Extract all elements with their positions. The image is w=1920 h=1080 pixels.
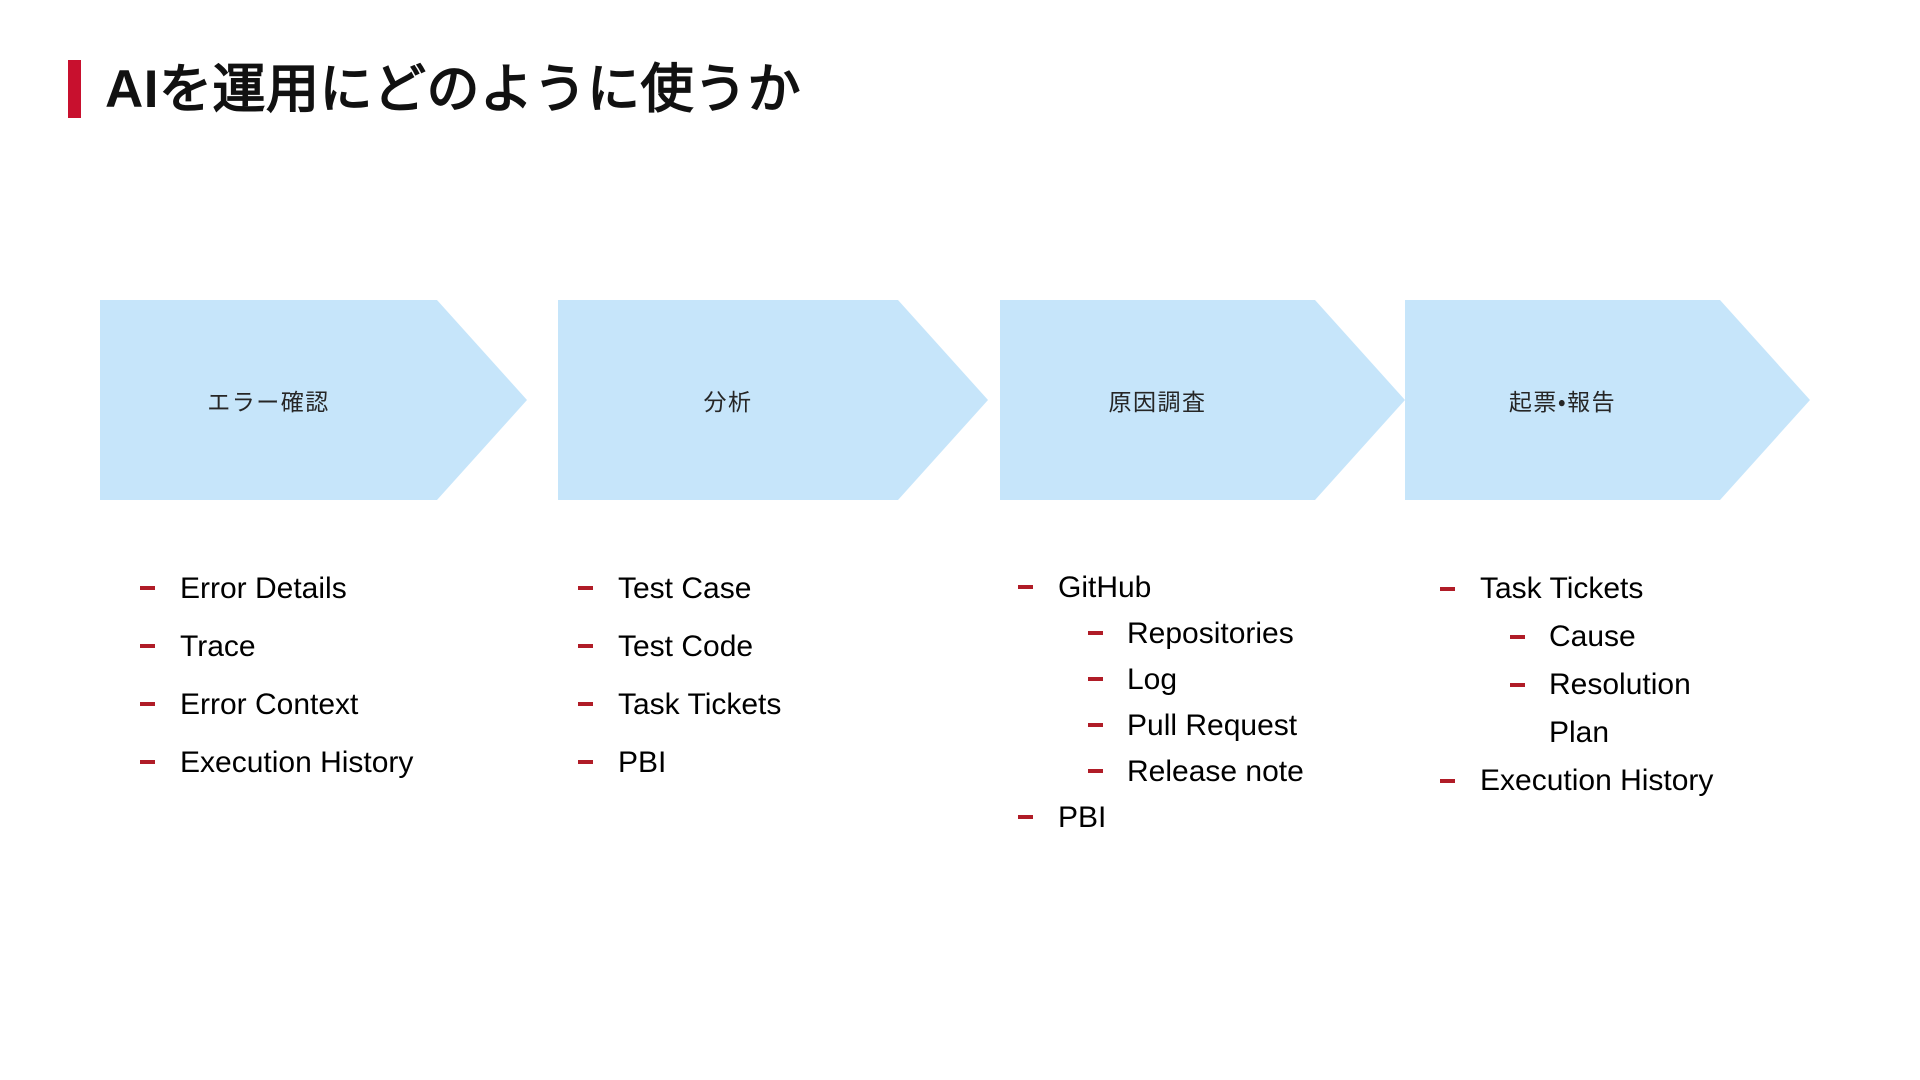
list-item: Log [1018, 657, 1418, 703]
dash-bullet-icon [1088, 723, 1103, 727]
process-step-1-label: エラー確認 [207, 388, 330, 415]
list-item-label: Task Tickets [618, 688, 782, 721]
process-step-2-label: 分析 [703, 388, 753, 415]
process-step-4-label: 起票・報告 [1508, 388, 1617, 415]
dash-bullet-icon [578, 702, 593, 706]
list-item-label: Log [1127, 663, 1178, 696]
list-item: PBI [1018, 795, 1418, 841]
list-item-label: Trace [180, 630, 256, 663]
list-item: Repositories [1018, 611, 1418, 657]
list-item-label: Resolution Plan [1549, 668, 1700, 749]
list-item-label: Test Code [618, 630, 754, 663]
process-step-1: エラー確認 [100, 300, 527, 500]
dash-bullet-icon [1088, 677, 1103, 681]
dash-bullet-icon [578, 586, 593, 590]
detail-column-3: GitHub Repositories Log Pull Request Rel… [1018, 565, 1418, 841]
process-step-3: 原因調査 [1000, 300, 1405, 500]
list-item-label: Execution History [180, 746, 414, 779]
dash-bullet-icon [1088, 631, 1103, 635]
dash-bullet-icon [578, 644, 593, 648]
list-item-label: Pull Request [1127, 709, 1298, 742]
list-item: Task Tickets [1440, 565, 1840, 613]
list-item-label: Test Case [618, 572, 752, 605]
list-item: PBI [578, 739, 958, 797]
dash-bullet-icon [1018, 815, 1033, 819]
list-item: Execution History [1440, 757, 1840, 805]
list-item-label: Error Context [180, 688, 359, 721]
process-step-4: 起票・報告 [1405, 300, 1810, 500]
dash-bullet-icon [578, 760, 593, 764]
list-item: Resolution Plan [1440, 661, 1840, 757]
list-item: Test Code [578, 623, 958, 681]
process-step-2: 分析 [558, 300, 988, 500]
list-item-label: PBI [618, 746, 667, 779]
list-item: Pull Request [1018, 703, 1418, 749]
list-item-label: Repositories [1127, 617, 1294, 650]
list-item: Error Details [140, 565, 540, 623]
dash-bullet-icon [140, 644, 155, 648]
detail-column-4: Task Tickets Cause Resolution Plan Execu… [1440, 565, 1840, 805]
dash-bullet-icon [140, 760, 155, 764]
list-item-label: Release note [1127, 755, 1304, 788]
process-flow: エラー確認 分析 原因調査 起票・報告 [0, 300, 1920, 500]
list-item-label: Cause [1549, 620, 1636, 653]
dash-bullet-icon [140, 586, 155, 590]
detail-column-2: Test Case Test Code Task Tickets PBI [578, 565, 958, 797]
process-step-3-label: 原因調査 [1108, 388, 1207, 415]
list-item: Test Case [578, 565, 958, 623]
list-item-label: Execution History [1480, 764, 1714, 797]
list-item: Task Tickets [578, 681, 958, 739]
dash-bullet-icon [1440, 779, 1455, 783]
list-item: Trace [140, 623, 540, 681]
page-title: AIを運用にどのように使うか [68, 58, 801, 120]
list-item: Cause [1440, 613, 1840, 661]
list-item-label: Error Details [180, 572, 347, 605]
dash-bullet-icon [1440, 587, 1455, 591]
list-item: Error Context [140, 681, 540, 739]
list-item-label: PBI [1058, 801, 1107, 834]
dash-bullet-icon [1018, 585, 1033, 589]
list-item: Release note [1018, 749, 1418, 795]
list-item: GitHub [1018, 565, 1418, 611]
detail-column-1: Error Details Trace Error Context Execut… [140, 565, 540, 797]
dash-bullet-icon [140, 702, 155, 706]
dash-bullet-icon [1088, 769, 1103, 773]
title-accent-bar [68, 60, 81, 118]
dash-bullet-icon [1510, 635, 1525, 639]
dash-bullet-icon [1510, 683, 1525, 687]
list-item: Execution History [140, 739, 540, 797]
list-item-label: Task Tickets [1480, 572, 1644, 605]
title-text: AIを運用にどのように使うか [105, 59, 801, 119]
list-item-label: GitHub [1058, 571, 1152, 604]
